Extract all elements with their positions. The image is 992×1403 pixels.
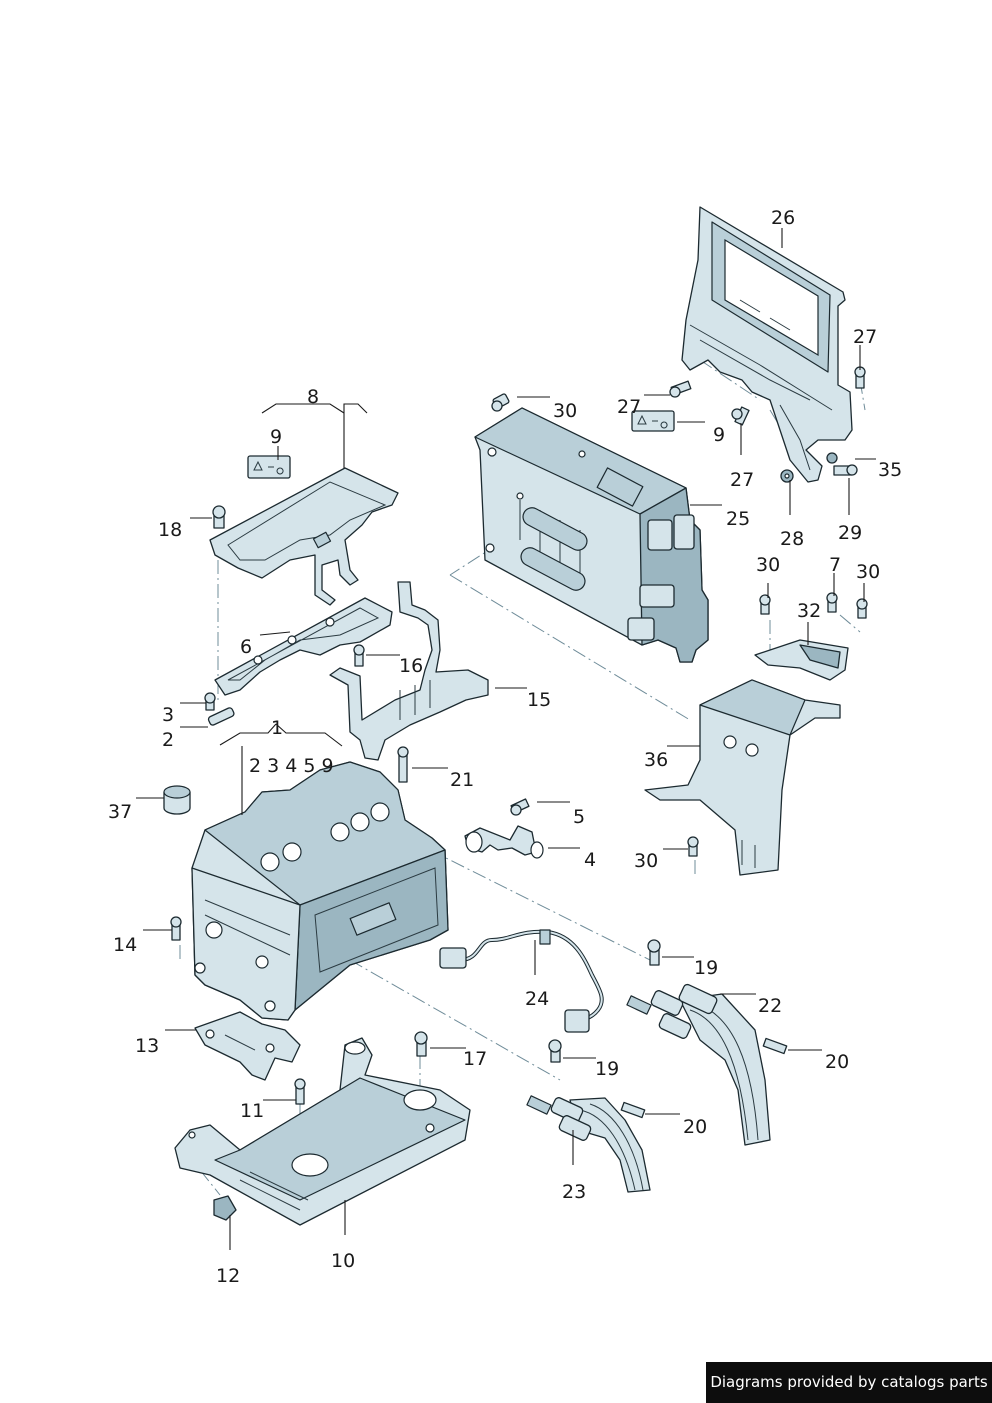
callout-28: 28 — [780, 528, 804, 550]
callout-5: 5 — [573, 806, 585, 828]
bracket-26 — [681, 206, 853, 483]
callout-19-lower: 19 — [595, 1058, 619, 1080]
callout-18: 18 — [158, 519, 182, 541]
nut-35 — [826, 452, 838, 464]
callout-8: 8 — [307, 386, 319, 408]
bracket-15 — [329, 581, 489, 761]
wiring-harness-24 — [439, 929, 604, 1033]
inverter-housing-1 — [191, 761, 449, 1021]
bolt-16 — [353, 644, 365, 667]
callout-16: 16 — [399, 655, 423, 677]
callout-20-right: 20 — [825, 1051, 849, 1073]
nut-12 — [213, 1195, 237, 1221]
callout-2: 2 — [162, 729, 174, 751]
credits-footer: Diagrams provided by catalogs parts — [706, 1362, 992, 1403]
callout-10: 10 — [331, 1250, 355, 1272]
callout-13: 13 — [135, 1035, 159, 1057]
bolt-17 — [414, 1031, 428, 1057]
callout-22: 22 — [758, 995, 782, 1017]
bracket-32 — [754, 639, 849, 681]
callout-30-top: 30 — [553, 400, 577, 422]
bolt-21 — [397, 746, 409, 783]
gasket-6 — [214, 597, 393, 696]
callout-27-left: 27 — [617, 396, 641, 418]
bolt-19a — [647, 939, 661, 966]
nut-28 — [780, 469, 794, 483]
callout-2-3-4-5-9: 2 3 4 5 9 — [249, 755, 334, 777]
callout-26: 26 — [771, 207, 795, 229]
hv-cable-22 — [626, 983, 771, 1146]
callout-3: 3 — [162, 704, 174, 726]
bolt-27b — [731, 406, 750, 426]
heat-shield-36 — [644, 679, 841, 876]
callout-19-upper: 19 — [694, 957, 718, 979]
bolt-29 — [833, 464, 858, 476]
bolt-20b — [620, 1101, 646, 1119]
callout-29: 29 — [838, 522, 862, 544]
bolt-7 — [826, 592, 838, 613]
callout-24: 24 — [525, 988, 549, 1010]
callout-37: 37 — [108, 801, 132, 823]
callout-27-right: 27 — [853, 326, 877, 348]
leader-lines — [136, 228, 876, 1250]
callout-11: 11 — [240, 1100, 264, 1122]
underbody-tray-10 — [174, 1037, 471, 1226]
callout-12: 12 — [216, 1265, 240, 1287]
callout-9-left: 9 — [270, 426, 282, 448]
bolt-30-top — [491, 393, 510, 412]
label-plate-9 — [247, 410, 675, 479]
fasteners — [170, 366, 868, 1221]
callout-21: 21 — [450, 769, 474, 791]
sensor-2 — [207, 707, 235, 726]
callout-36: 36 — [644, 749, 668, 771]
bolt-30d — [687, 836, 699, 857]
callout-17: 17 — [463, 1048, 487, 1070]
bolt-3 — [204, 692, 216, 711]
callout-labels: 26 27 30 27 9 8 9 35 27 25 28 29 18 30 7… — [108, 207, 902, 1287]
hv-cable-23 — [526, 1095, 651, 1193]
callout-30-d: 30 — [634, 850, 658, 872]
callout-35: 35 — [878, 459, 902, 481]
cover-plate-8 — [209, 467, 399, 606]
cap-37 — [163, 785, 191, 815]
callout-30-b: 30 — [756, 554, 780, 576]
callout-14: 14 — [113, 934, 137, 956]
bolt-27c — [854, 366, 866, 389]
housing-25 — [474, 407, 709, 663]
callout-6: 6 — [240, 636, 252, 658]
callout-1: 1 — [271, 717, 283, 739]
callout-27-mid: 27 — [730, 469, 754, 491]
callout-30-c: 30 — [856, 561, 880, 583]
bolt-14 — [170, 916, 182, 941]
hose-connector-4 — [464, 825, 544, 859]
callout-23: 23 — [562, 1181, 586, 1203]
bolt-20a — [762, 1037, 788, 1055]
bracket-13 — [194, 1011, 301, 1081]
bolt-19b — [548, 1039, 562, 1063]
callout-25: 25 — [726, 508, 750, 530]
bolt-18 — [212, 505, 226, 529]
callout-32: 32 — [797, 600, 821, 622]
callout-9-right: 9 — [713, 424, 725, 446]
callout-7: 7 — [829, 554, 841, 576]
bolt-30c — [856, 598, 868, 619]
callout-15: 15 — [527, 689, 551, 711]
callout-4: 4 — [584, 849, 596, 871]
bolt-27a — [669, 380, 692, 398]
bolt-5 — [510, 798, 530, 816]
bolt-11 — [294, 1078, 306, 1105]
callout-20-lower: 20 — [683, 1116, 707, 1138]
